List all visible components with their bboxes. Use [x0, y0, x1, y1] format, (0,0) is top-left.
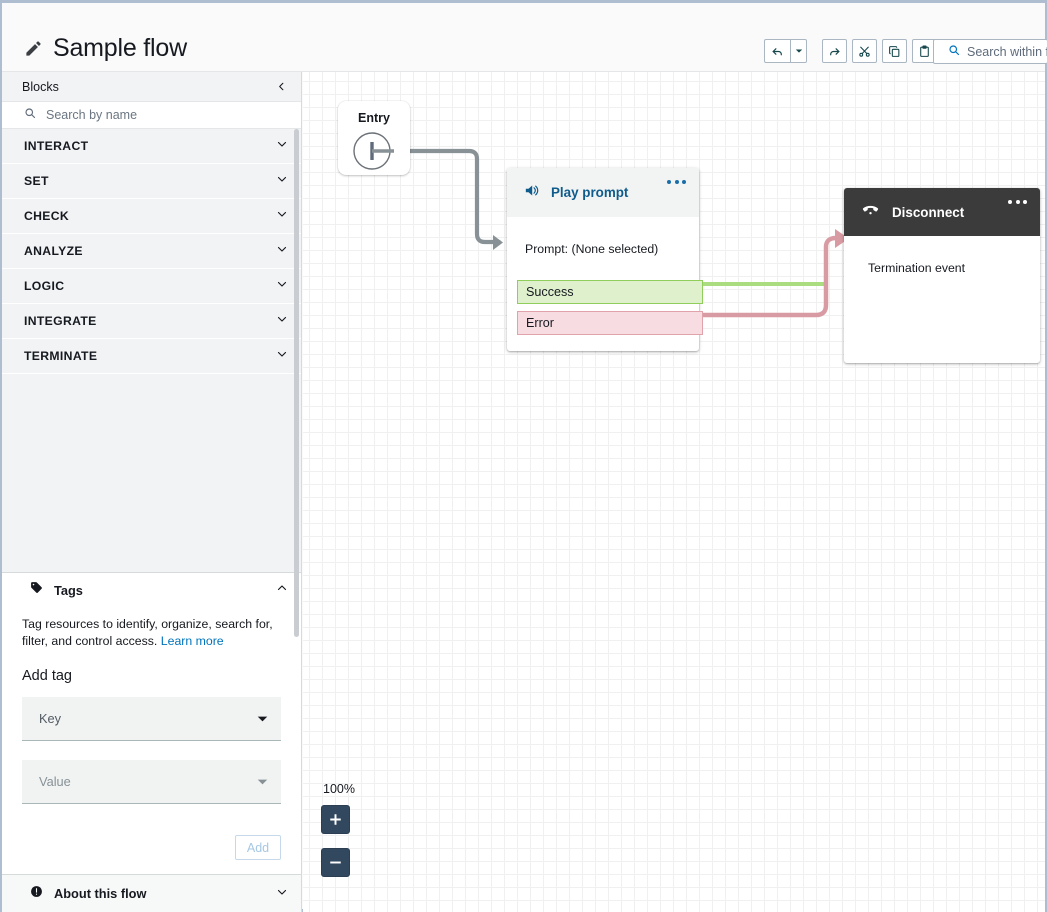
search-blocks-input[interactable]: Search by name [2, 102, 301, 129]
page-title: Sample flow [53, 34, 187, 62]
sidebar-category-integrate[interactable]: INTEGRATE [2, 304, 301, 339]
chevron-up-icon [276, 581, 288, 599]
chevron-down-icon [276, 277, 288, 295]
edge-arrowhead-error [835, 229, 849, 248]
branch-success[interactable]: Success [517, 280, 703, 304]
branch-success-label: Success [526, 285, 574, 299]
search-within-flow-field[interactable]: Search within flow [933, 39, 1047, 64]
sidebar-category-terminate[interactable]: TERMINATE [2, 339, 301, 374]
plus-icon [330, 814, 341, 825]
zoom-out-button[interactable] [321, 848, 350, 877]
about-this-flow-label: About this flow [54, 886, 147, 901]
chevron-down-icon [276, 242, 288, 260]
sidebar-category-analyze[interactable]: ANALYZE [2, 234, 301, 269]
add-tag-button[interactable]: Add [235, 835, 281, 860]
caret-down-icon [257, 773, 268, 791]
category-label: CHECK [24, 209, 70, 223]
play-prompt-subtitle: Prompt: (None selected) [525, 242, 659, 256]
chevron-down-icon [276, 885, 288, 903]
tags-description: Tag resources to identify, organize, sea… [22, 616, 284, 649]
tags-learn-more-link[interactable]: Learn more [160, 633, 224, 648]
tags-title: Tags [54, 582, 83, 598]
block-category-list: INTERACT SET CHECK ANALYZE [2, 129, 301, 374]
minus-icon [330, 861, 341, 864]
tags-panel-header[interactable]: Tags [2, 573, 301, 607]
tag-key-select[interactable]: Key [22, 697, 281, 741]
branch-error[interactable]: Error [517, 311, 703, 335]
node-disconnect[interactable]: Disconnect Termination event [844, 188, 1040, 363]
tag-key-value: Key [39, 711, 62, 726]
more-options-icon[interactable] [1008, 200, 1027, 204]
tags-panel: Tags Tag resources to identify, organize… [2, 572, 301, 874]
sidebar-category-check[interactable]: CHECK [2, 199, 301, 234]
app-header: Sample flow [2, 3, 1047, 72]
page-title-wrap: Sample flow [24, 34, 187, 63]
play-prompt-header: Play prompt [507, 168, 699, 217]
tags-description-text: Tag resources to identify, organize, sea… [22, 617, 273, 648]
search-blocks-placeholder: Search by name [46, 108, 138, 122]
sidebar-category-interact[interactable]: INTERACT [2, 129, 301, 164]
category-label: TERMINATE [24, 349, 98, 363]
blocks-panel-header: Blocks [2, 72, 301, 102]
category-label: LOGIC [24, 279, 65, 293]
blocks-panel-title: Blocks [22, 79, 59, 94]
tag-icon [30, 581, 43, 599]
zoom-controls: 100% [321, 782, 355, 891]
play-prompt-title: Play prompt [551, 185, 629, 200]
copy-button[interactable] [882, 39, 907, 63]
add-tag-row: Add [2, 823, 301, 874]
caret-down-icon [257, 710, 268, 728]
about-this-flow-section[interactable]: About this flow [2, 874, 301, 912]
paste-button[interactable] [912, 39, 937, 63]
more-options-icon[interactable] [667, 180, 686, 184]
sidebar-scrollbar[interactable] [294, 129, 299, 637]
pencil-icon[interactable] [24, 39, 43, 58]
disconnect-header: Disconnect [844, 188, 1040, 236]
search-within-placeholder: Search within flow [967, 44, 1047, 59]
category-label: INTERACT [24, 139, 89, 153]
sidebar-category-set[interactable]: SET [2, 164, 301, 199]
blocks-sidebar: Blocks Search by name INTERACT [2, 72, 302, 912]
tag-value-value: Value [39, 774, 71, 789]
chevron-down-icon [276, 172, 288, 190]
disconnect-title: Disconnect [892, 204, 965, 220]
undo-group [764, 39, 807, 63]
tag-value-select[interactable]: Value [22, 760, 281, 804]
zoom-level-label: 100% [323, 782, 355, 796]
edge-arrowhead-entry [493, 235, 503, 250]
edge-entry-to-play-prompt [371, 148, 502, 245]
entry-port-icon [353, 132, 394, 170]
phone-hangup-icon [861, 200, 880, 224]
category-label: SET [24, 174, 49, 188]
undo-dropdown-button[interactable] [790, 39, 807, 63]
sidebar-empty-space [2, 374, 301, 572]
redo-button[interactable] [822, 39, 847, 63]
undo-button[interactable] [764, 39, 790, 63]
chevron-down-icon [276, 347, 288, 365]
entry-node-label: Entry [358, 111, 390, 125]
zoom-in-button[interactable] [321, 805, 350, 834]
search-icon [948, 43, 960, 61]
chevron-down-icon [276, 137, 288, 155]
edge-error [690, 235, 847, 318]
category-label: INTEGRATE [24, 314, 97, 328]
node-play-prompt[interactable]: Play prompt Prompt: (None selected) Succ… [507, 168, 703, 351]
info-icon [30, 885, 43, 903]
chevron-left-icon[interactable] [276, 81, 287, 92]
sidebar-category-logic[interactable]: LOGIC [2, 269, 301, 304]
flow-connectors [371, 148, 849, 323]
disconnect-subtitle: Termination event [868, 261, 966, 275]
flow-canvas[interactable]: Entry Play prompt Prompt: ( [303, 72, 1045, 912]
chevron-down-icon [276, 207, 288, 225]
node-entry[interactable]: Entry [338, 101, 410, 175]
search-icon [24, 106, 36, 124]
cut-button[interactable] [852, 39, 877, 63]
speaker-icon [523, 182, 540, 204]
add-tag-label: Add tag [22, 668, 72, 684]
chevron-down-icon [276, 312, 288, 330]
branch-error-label: Error [526, 316, 554, 330]
category-label: ANALYZE [24, 244, 83, 258]
tags-panel-body: Tag resources to identify, organize, sea… [2, 607, 301, 804]
